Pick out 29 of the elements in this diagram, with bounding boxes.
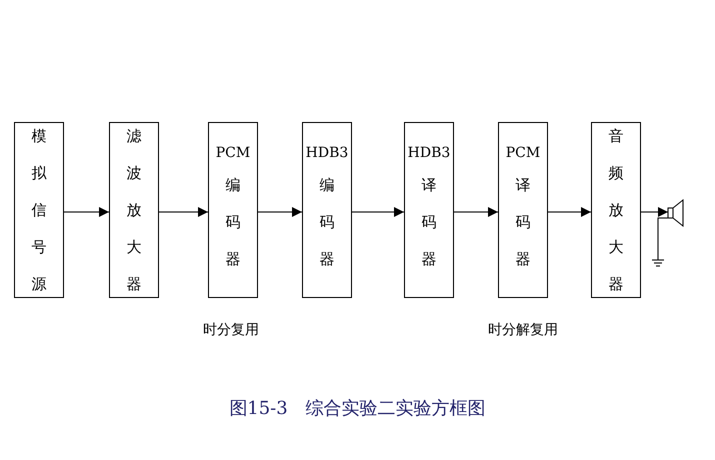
box-label: 音频放大器 bbox=[608, 126, 624, 294]
process-box bbox=[14, 122, 64, 298]
box-label: 模拟信号源 bbox=[32, 126, 46, 294]
arrow bbox=[640, 207, 668, 217]
box-heading: PCM bbox=[216, 144, 250, 162]
arrow bbox=[548, 207, 592, 217]
process-box bbox=[208, 122, 258, 298]
annotation-text: 时分复用 bbox=[203, 321, 259, 339]
process-box bbox=[109, 122, 159, 298]
arrow bbox=[158, 207, 208, 217]
box-label: 译码器 bbox=[422, 174, 436, 270]
process-box bbox=[591, 122, 641, 298]
process-box bbox=[404, 122, 454, 298]
speaker-icon bbox=[652, 198, 684, 266]
arrow bbox=[352, 207, 404, 217]
arrow bbox=[454, 207, 498, 217]
box-heading: PCM bbox=[506, 144, 540, 162]
box-heading: HDB3 bbox=[306, 144, 348, 162]
process-box bbox=[498, 122, 548, 298]
box-label: 滤波放大器 bbox=[126, 126, 142, 294]
box-heading: HDB3 bbox=[408, 144, 450, 162]
arrow bbox=[258, 207, 302, 217]
annotation-text: 时分解复用 bbox=[488, 321, 558, 339]
box-label: 编码器 bbox=[226, 174, 240, 270]
figure-caption: 图15-3 综合实验二实验方框图 bbox=[228, 397, 487, 420]
box-label: 译码器 bbox=[516, 174, 530, 270]
arrow bbox=[64, 207, 110, 217]
process-box bbox=[302, 122, 352, 298]
box-label: 编码器 bbox=[320, 174, 334, 270]
